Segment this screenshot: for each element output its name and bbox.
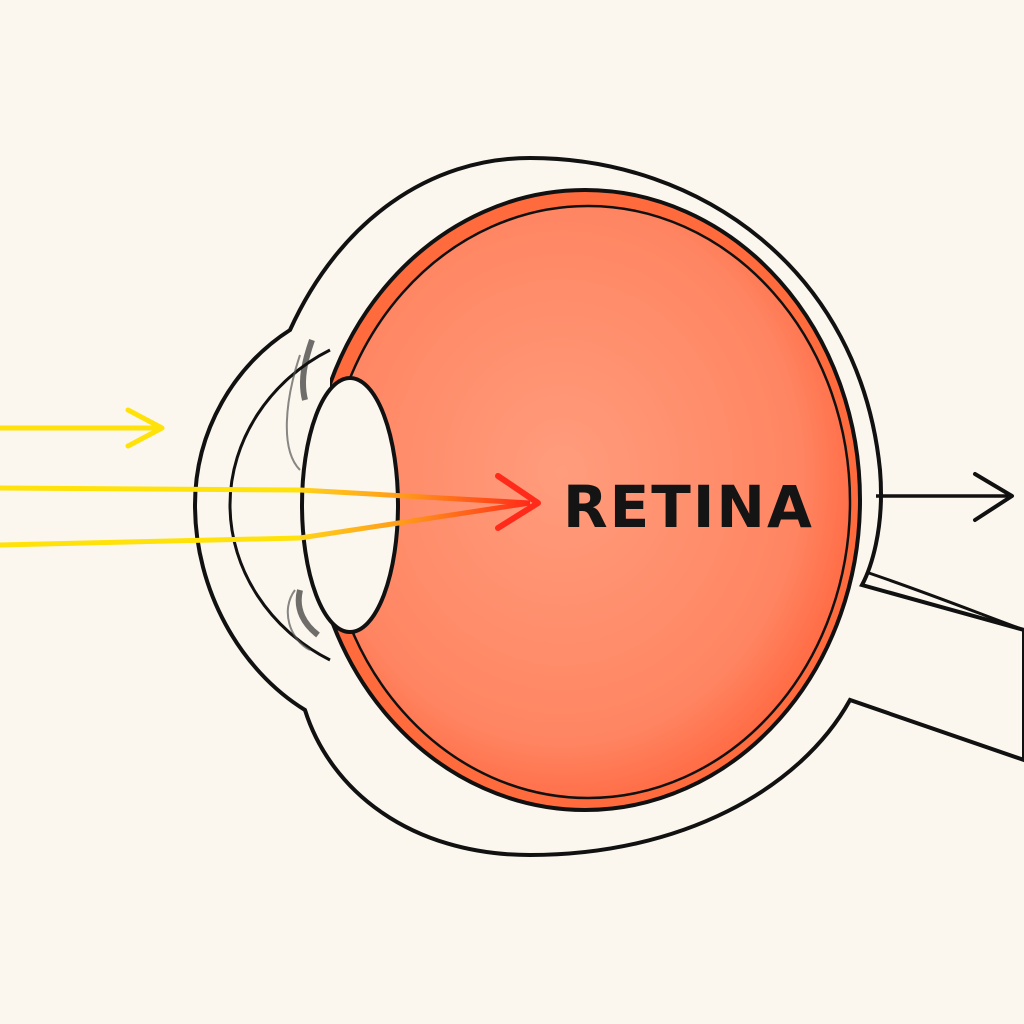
nerve-signal-arrow	[876, 472, 1014, 522]
retina-label: RETINA	[563, 473, 814, 541]
light-rays	[0, 407, 541, 548]
arrow-right-icon	[495, 473, 541, 531]
cornea	[228, 339, 331, 662]
light-ray-bottom	[0, 535, 301, 548]
arrow-right-icon	[125, 407, 165, 449]
light-ray-middle	[0, 485, 301, 493]
arrow-right-icon	[973, 472, 1014, 522]
lens	[300, 376, 400, 634]
